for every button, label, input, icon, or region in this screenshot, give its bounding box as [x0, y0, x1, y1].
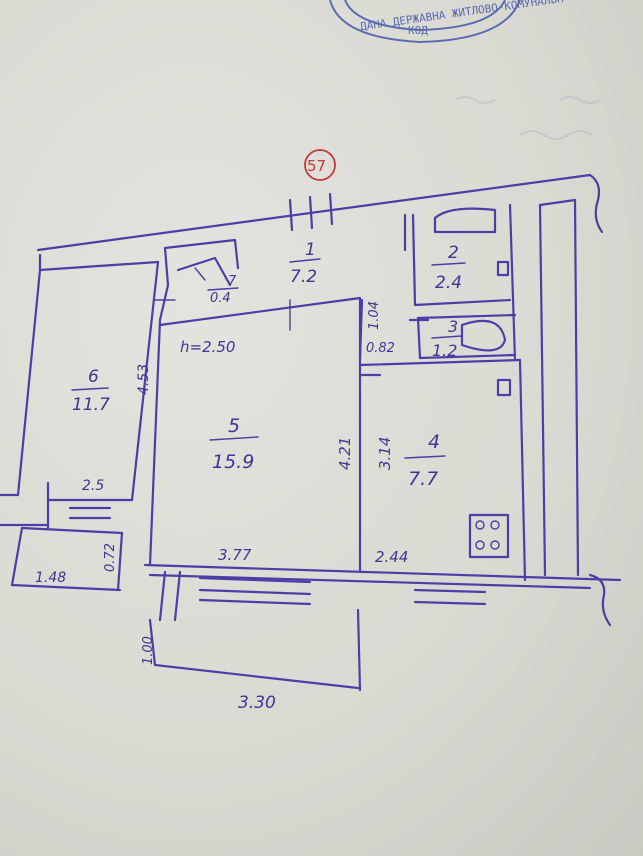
room-6-height-label: 4.53 [136, 364, 152, 395]
apartment-number: 57 [307, 157, 326, 175]
stove-icon [468, 513, 510, 559]
plumbing-fixtures [433, 207, 512, 559]
bathtub-icon [433, 207, 497, 234]
interior-walls [148, 203, 527, 582]
ceiling-height-label: h=2.50 [180, 338, 235, 356]
room-5-height-label: 4.21 [336, 437, 354, 470]
room-labels: 1 7.2 2 2.4 3 1.2 4 7.7 5 15.9 6 11.7 7 … [71, 240, 466, 490]
room-3-area: 1.2 [432, 341, 457, 360]
room-4-height-label: 3.14 [376, 437, 394, 470]
room-6-width-label: 2.5 [82, 478, 104, 494]
room-7-number: 7 [228, 274, 237, 289]
room-7-area: 0.4 [210, 291, 231, 306]
windows-and-doors [68, 192, 487, 622]
faint-background-writing [454, 96, 601, 140]
room-4-width-label: 2.44 [375, 548, 408, 566]
balcony-width-label: 1.48 [35, 570, 66, 586]
room-4-number: 4 [428, 431, 440, 453]
dimension-labels: h=2.50 4.53 2.5 1.48 0.72 4.21 3.77 3.14… [35, 301, 408, 713]
room-2-number: 2 [448, 243, 459, 263]
outer-depth-label: 1.00 [141, 636, 156, 665]
room-5-width-label: 3.77 [218, 546, 252, 564]
outer-dimension-lines [148, 608, 362, 692]
toilet-icon [460, 319, 507, 352]
hall-depth-label: 1.04 [367, 301, 382, 330]
room-1-area: 7.2 [290, 267, 317, 287]
room-3-width-label: 0.82 [366, 341, 395, 356]
apartment-number-marker: 57 [304, 149, 336, 181]
room-6-number: 6 [88, 367, 99, 387]
stamp-code-text: КОД [408, 24, 428, 37]
room-1-number: 1 [305, 240, 316, 260]
room-5-area: 15.9 [212, 451, 254, 473]
room-2-area: 2.4 [435, 273, 462, 293]
balcony-depth-label: 0.72 [103, 543, 118, 572]
outer-width-label: 3.30 [238, 693, 276, 713]
room-5-number: 5 [228, 415, 240, 437]
room-4-area: 7.7 [408, 468, 438, 490]
room-6-area: 11.7 [72, 395, 110, 415]
room-3-number: 3 [448, 317, 458, 336]
official-stamp: ДАНА ДЕРЖАВНА ЖИТЛОВО-КОМУНАЛЬН КОД [329, 0, 564, 44]
outer-walls [0, 173, 622, 627]
stamp-arc-text: ДАНА ДЕРЖАВНА ЖИТЛОВО-КОМУНАЛЬН [359, 0, 564, 33]
